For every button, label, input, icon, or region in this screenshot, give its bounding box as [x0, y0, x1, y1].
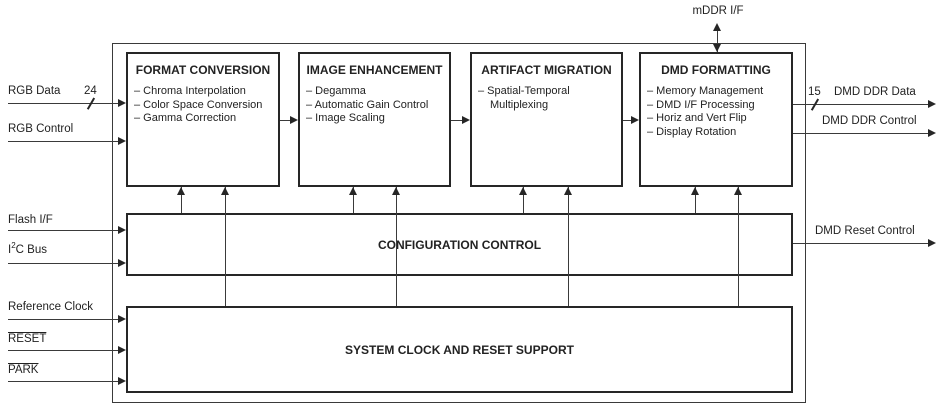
reference-clock-label: Reference Clock [8, 301, 94, 313]
dmd-ddr-control-wire [793, 133, 930, 135]
ie-to-am-wire [451, 120, 464, 122]
park-arrowhead [118, 377, 126, 385]
sysclk-to-df-wire [738, 187, 740, 306]
configuration-control-block: CONFIGURATION CONTROL [126, 213, 793, 276]
sysclk-to-fc-arrowhead [221, 187, 229, 195]
ie-to-am-arrowhead [462, 116, 470, 124]
format-conversion-title: FORMAT CONVERSION [135, 63, 271, 77]
sysclk-to-fc-wire [225, 187, 227, 306]
reference-clock-arrowhead [118, 315, 126, 323]
i2c-bus-wire [8, 263, 120, 265]
reset-label: RESET [8, 333, 47, 345]
bullet-item: – Degamma [306, 85, 366, 97]
bullet-item-continuation: Multiplexing [490, 98, 549, 111]
system-clock-reset-title: SYSTEM CLOCK AND RESET SUPPORT [345, 342, 574, 357]
config-to-ie-arrowhead [349, 187, 357, 195]
fc-to-ie-wire [280, 120, 292, 122]
reset-wire [8, 350, 120, 352]
config-to-fc-wire [181, 187, 183, 213]
i2c-bus-arrowhead [118, 259, 126, 267]
rgb-data-arrowhead [118, 99, 126, 107]
flash-if-label: Flash I/F [8, 214, 53, 226]
rgb-control-arrowhead [118, 137, 126, 145]
bullet-item: – Automatic Gain Control [306, 98, 429, 111]
config-to-fc-arrowhead [177, 187, 185, 195]
sysclk-to-ie-wire [396, 187, 398, 306]
dmd-ddr-control-label: DMD DDR Control [822, 115, 917, 127]
image-enhancement-block: IMAGE ENHANCEMENT – Degamma – Automatic … [298, 52, 451, 187]
dmd-reset-control-label: DMD Reset Control [815, 225, 915, 237]
i2c-pre: I [8, 244, 12, 256]
mddr-down-arrowhead [713, 44, 721, 52]
image-enhancement-bullets: – Degamma – Automatic Gain Control – Ima… [300, 85, 449, 126]
am-to-df-arrowhead [631, 116, 639, 124]
rgb-control-label: RGB Control [8, 123, 74, 135]
dmd-ddr-control-arrowhead [928, 129, 936, 137]
dmd-ddr-data-label: DMD DDR Data [834, 86, 916, 98]
park-label: PARK [8, 364, 39, 376]
bullet-item: – Horiz and Vert Flip [647, 112, 747, 124]
mddr-label: mDDR I/F [692, 5, 744, 17]
bullet-item: – Gamma Correction [134, 112, 237, 124]
dmd-formatting-block: DMD FORMATTING – Memory Management – DMD… [639, 52, 793, 187]
am-to-df-wire [623, 120, 634, 122]
flash-if-arrowhead [118, 226, 126, 234]
sysclk-to-ie-arrowhead [392, 187, 400, 195]
bus-width-15: 15 [808, 86, 821, 98]
i2c-sup: 2 [11, 241, 16, 251]
config-to-df-arrowhead [691, 187, 699, 195]
bullet-item: – DMD I/F Processing [647, 98, 755, 111]
sysclk-to-am-wire [568, 187, 570, 306]
reference-clock-wire [8, 319, 120, 321]
fc-to-ie-arrowhead [290, 116, 298, 124]
dmd-formatting-bullets: – Memory Management – DMD I/F Processing… [641, 85, 791, 139]
configuration-control-title: CONFIGURATION CONTROL [377, 237, 542, 252]
bullet-item: – Display Rotation [647, 125, 737, 138]
system-clock-reset-block: SYSTEM CLOCK AND RESET SUPPORT [126, 306, 793, 393]
format-conversion-bullets: – Chroma Interpolation – Color Space Con… [128, 85, 278, 126]
i2c-bus-label: I2C Bus [8, 241, 47, 256]
dmd-formatting-title: DMD FORMATTING [661, 63, 771, 77]
mddr-wire [717, 25, 719, 52]
dmd-ddr-data-wire [793, 104, 930, 106]
flash-if-wire [8, 230, 120, 232]
rgb-data-wire [8, 103, 120, 105]
dmd-ddr-data-arrowhead [928, 100, 936, 108]
bullet-item: – Color Space Conversion [134, 98, 263, 111]
reset-arrowhead [118, 346, 126, 354]
config-to-df-wire [695, 187, 697, 213]
sysclk-to-df-arrowhead [734, 187, 742, 195]
rgb-data-label: RGB Data [8, 85, 61, 97]
rgb-control-wire [8, 141, 120, 143]
bus-width-24: 24 [84, 85, 97, 97]
config-to-am-arrowhead [519, 187, 527, 195]
dmd-reset-control-wire [793, 243, 930, 245]
mddr-up-arrowhead [713, 23, 721, 31]
bullet-item: – Memory Management [647, 85, 764, 97]
image-enhancement-title: IMAGE ENHANCEMENT [306, 63, 443, 77]
i2c-post: C Bus [15, 244, 47, 256]
config-to-am-wire [523, 187, 525, 213]
dmd-reset-control-arrowhead [928, 239, 936, 247]
artifact-migration-block: ARTIFACT MIGRATION – Spatial-Temporal Mu… [470, 52, 623, 187]
bullet-item: – Spatial-Temporal [478, 85, 570, 97]
config-to-ie-wire [353, 187, 355, 213]
format-conversion-block: FORMAT CONVERSION – Chroma Interpolation… [126, 52, 280, 187]
park-wire [8, 381, 120, 383]
artifact-migration-bullets: – Spatial-Temporal Multiplexing [472, 85, 621, 112]
bullet-item: – Chroma Interpolation [134, 85, 246, 97]
bullet-item: – Image Scaling [306, 112, 385, 124]
sysclk-to-am-arrowhead [564, 187, 572, 195]
artifact-migration-title: ARTIFACT MIGRATION [481, 63, 612, 77]
